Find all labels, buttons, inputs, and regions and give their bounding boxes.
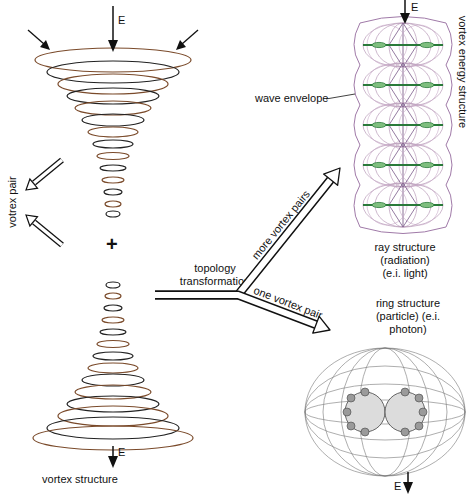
vortex-ring <box>102 177 124 183</box>
ray-segment <box>363 183 443 227</box>
bead <box>401 388 409 396</box>
top-vortex <box>35 48 191 217</box>
ray-segment <box>363 23 443 67</box>
arrow-head <box>26 215 38 226</box>
arrow-head <box>108 456 118 468</box>
vortex-ring <box>105 201 121 207</box>
ring-structure <box>305 348 465 476</box>
ray-segment <box>363 63 443 107</box>
pair-arrow-outline <box>34 222 62 245</box>
arrow-outline <box>155 179 331 295</box>
ray-segment <box>363 103 443 147</box>
vortex-ring <box>102 317 124 323</box>
bead <box>419 408 427 416</box>
pair-arrow-fill <box>34 222 62 245</box>
transformation-arrow <box>155 168 340 295</box>
energy-label: E <box>118 446 125 459</box>
vortex-ring <box>67 396 159 412</box>
vortex-ring <box>93 352 133 360</box>
pair-arrow-fill <box>34 160 62 183</box>
bead <box>401 428 409 436</box>
vortex-ring <box>88 363 138 373</box>
wave-envelope <box>446 23 452 227</box>
bead <box>415 422 423 430</box>
wave-envelope <box>360 17 446 234</box>
ray-structure-node: ray structure (radiation) (e.i. light) <box>340 5 470 290</box>
vortex-ring <box>93 140 133 148</box>
vortex-ring <box>97 153 129 160</box>
bead <box>343 408 351 416</box>
vortex-ring <box>58 406 168 426</box>
annotation-label: vortex energy structure <box>456 16 469 129</box>
annotation-label: votrex pair <box>6 176 19 227</box>
pair-arrows <box>26 160 62 245</box>
energy-arrow <box>404 0 406 15</box>
vortex-ring <box>100 165 126 171</box>
node-text: ray structure (radiation) (e.i. light) <box>372 241 438 280</box>
vortex-ring <box>104 189 122 195</box>
torus-meridian <box>341 348 429 476</box>
arrow-head <box>26 179 38 190</box>
arrow-head <box>403 482 413 494</box>
vortex-ring <box>88 127 138 137</box>
bead <box>347 394 355 402</box>
torus-latitude <box>305 384 465 440</box>
ray-segment <box>363 143 443 187</box>
energy-arrow <box>112 6 114 42</box>
vortex-ring <box>106 211 120 217</box>
torus-latitude <box>305 366 465 458</box>
annotation-label: wave envelope <box>255 92 328 105</box>
inflow-arrow <box>28 30 44 44</box>
arrow-fill <box>155 179 331 295</box>
vortex-ring <box>105 293 121 299</box>
bead <box>347 422 355 430</box>
pair-arrow-outline <box>34 160 62 183</box>
vortex-ring <box>97 341 129 348</box>
inflow-arrow <box>182 30 198 44</box>
arrow-head <box>176 40 186 50</box>
node-text: vortex structure <box>5 473 155 486</box>
arrow-head <box>40 40 50 50</box>
bead <box>415 394 423 402</box>
vortex-ring <box>82 114 144 126</box>
node-text: ring structure (particle) (e.i. photon) <box>372 297 444 336</box>
bead <box>361 428 369 436</box>
ray-structure <box>354 17 452 234</box>
annotation-label: + <box>106 238 118 251</box>
arrow-head <box>324 168 340 185</box>
torus-meridian <box>323 348 447 476</box>
vortex-ring <box>106 282 120 288</box>
bottom-vortex <box>33 282 193 450</box>
energy-label: E <box>411 1 418 14</box>
ring-structure-node: ring structure (particle) (e.i. photon) <box>330 295 470 495</box>
energy-label: E <box>118 14 125 27</box>
arrow-head <box>400 13 410 24</box>
bead <box>361 388 369 396</box>
energy-label: E <box>394 480 401 493</box>
vortex-ring <box>47 61 179 83</box>
torus-outline <box>305 348 465 476</box>
edge-label: more vortex pairs <box>249 188 313 262</box>
core-beads <box>343 388 427 436</box>
vortex-ring <box>82 374 144 386</box>
vortex-ring <box>100 329 126 335</box>
wave-envelope <box>354 23 360 227</box>
vortex-structure-node: vortex structure <box>5 15 155 490</box>
arrow-head <box>108 40 118 52</box>
vortex-ring <box>75 101 151 115</box>
vortex-ring <box>104 305 122 311</box>
leader-line <box>326 94 355 99</box>
